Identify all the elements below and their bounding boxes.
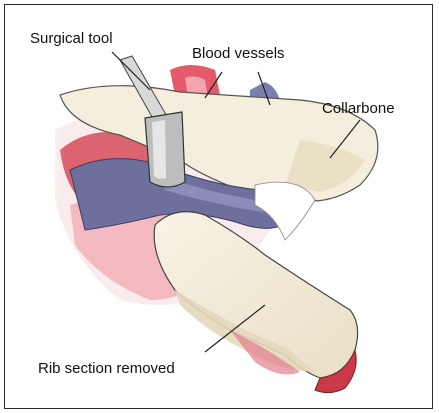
label-rib-section-removed: Rib section removed bbox=[38, 360, 175, 378]
label-collarbone: Collarbone bbox=[322, 100, 395, 118]
surgical-tool-highlight bbox=[152, 120, 166, 179]
label-blood-vessels: Blood vessels bbox=[192, 45, 285, 63]
label-surgical-tool: Surgical tool bbox=[30, 30, 113, 48]
